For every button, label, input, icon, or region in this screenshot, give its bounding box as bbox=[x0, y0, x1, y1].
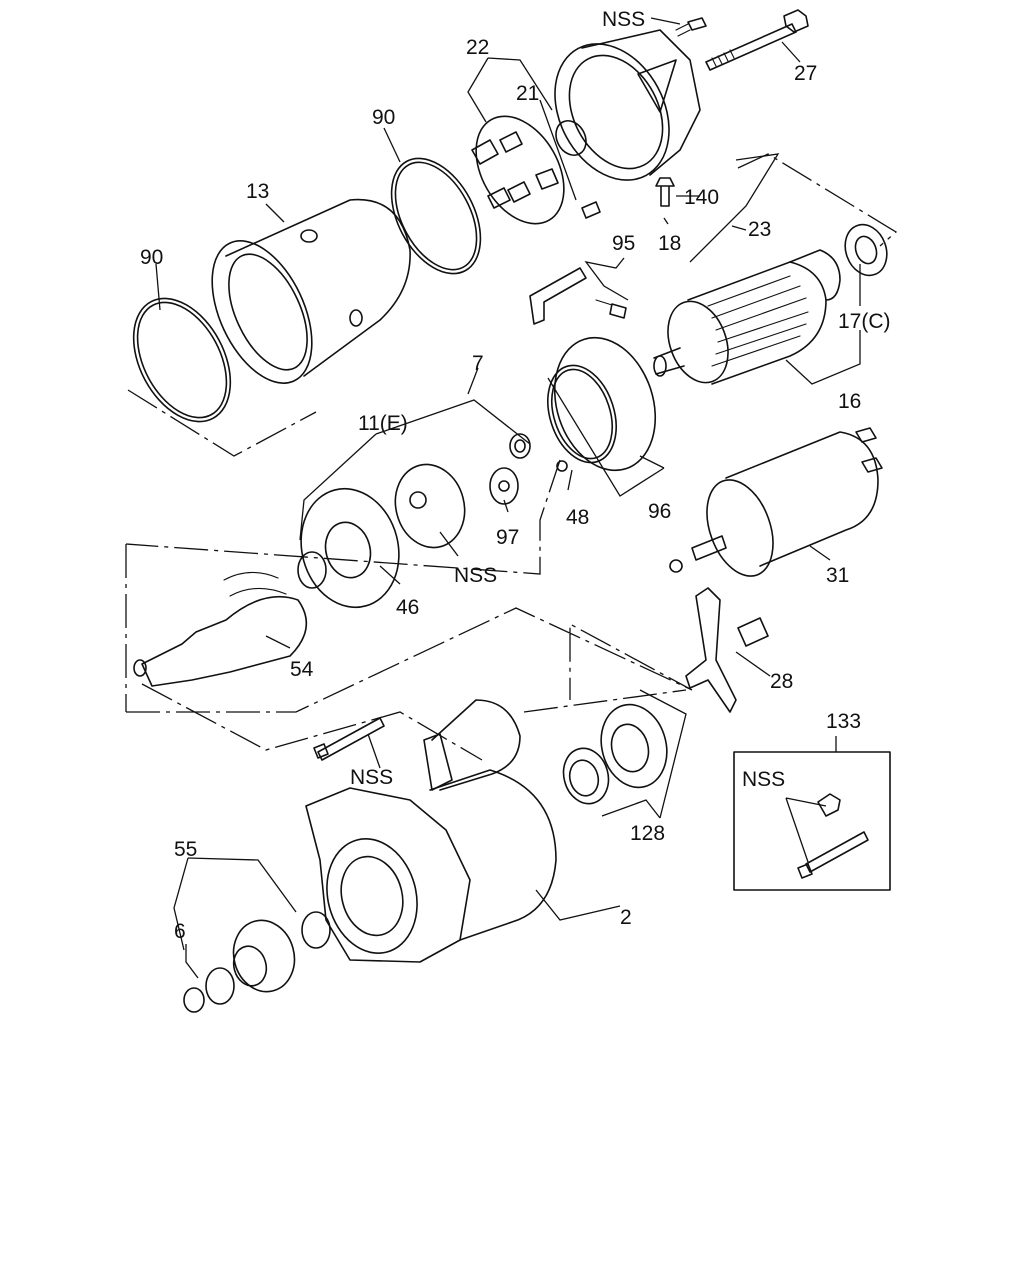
plate-nss bbox=[394, 463, 466, 549]
part-labels: NSS 27 22 21 90 13 140 23 18 95 90 17(C)… bbox=[140, 8, 891, 943]
label-133: 133 bbox=[826, 710, 861, 733]
magnetic-switch-31 bbox=[669, 427, 883, 577]
label-nss-mid: NSS bbox=[454, 564, 497, 587]
through-bolt-27 bbox=[675, 9, 809, 71]
label-16: 16 bbox=[838, 390, 861, 413]
terminal-bracket-95 bbox=[529, 267, 627, 325]
label-nss-box: NSS bbox=[742, 768, 785, 791]
rear-end-frame-18 bbox=[554, 29, 701, 181]
shift-lever-28 bbox=[685, 587, 769, 713]
label-7: 7 bbox=[472, 352, 484, 375]
label-13: 13 bbox=[246, 180, 269, 203]
label-140: 140 bbox=[684, 186, 719, 209]
plate-96 bbox=[547, 336, 657, 472]
label-27: 27 bbox=[794, 62, 817, 85]
label-nss-low: NSS bbox=[350, 766, 393, 789]
yoke-13 bbox=[211, 198, 411, 384]
ball-48 bbox=[556, 460, 568, 472]
label-97: 97 bbox=[496, 526, 519, 549]
pinion-bushing bbox=[509, 433, 531, 459]
bolt-nss-mid bbox=[313, 717, 385, 761]
label-46: 46 bbox=[396, 596, 419, 619]
label-22: 22 bbox=[466, 36, 489, 59]
label-2: 2 bbox=[620, 906, 632, 929]
label-17c: 17(C) bbox=[838, 310, 891, 333]
gear-97 bbox=[489, 467, 519, 505]
brush-holder-22 bbox=[471, 115, 601, 225]
label-55: 55 bbox=[174, 838, 197, 861]
bearing-128 bbox=[562, 703, 668, 805]
screw-140 bbox=[655, 177, 675, 207]
label-18: 18 bbox=[658, 232, 681, 255]
label-11e: 11(E) bbox=[358, 412, 408, 435]
assembly-centerlines bbox=[125, 153, 898, 761]
pinion-55 bbox=[183, 911, 331, 1013]
label-96: 96 bbox=[648, 500, 671, 523]
label-95: 95 bbox=[612, 232, 635, 255]
shaft-54 bbox=[133, 571, 308, 687]
label-128: 128 bbox=[630, 822, 665, 845]
leader-lines bbox=[155, 17, 861, 979]
clutch-46 bbox=[297, 487, 400, 609]
label-21: 21 bbox=[516, 82, 539, 105]
bolt-set-box-133 bbox=[733, 751, 891, 891]
housing-2 bbox=[305, 699, 557, 963]
label-90-upper: 90 bbox=[372, 106, 395, 129]
o-ring-90-lower bbox=[132, 297, 232, 423]
label-31: 31 bbox=[826, 564, 849, 587]
o-ring-90-upper bbox=[390, 157, 482, 275]
label-48: 48 bbox=[566, 506, 589, 529]
label-23: 23 bbox=[748, 218, 771, 241]
label-28: 28 bbox=[770, 670, 793, 693]
armature-16 bbox=[653, 249, 841, 385]
label-6: 6 bbox=[174, 920, 186, 943]
label-nss-top: NSS bbox=[602, 8, 645, 31]
label-90-lower: 90 bbox=[140, 246, 163, 269]
bearing-17 bbox=[844, 223, 888, 277]
label-54: 54 bbox=[290, 658, 314, 681]
